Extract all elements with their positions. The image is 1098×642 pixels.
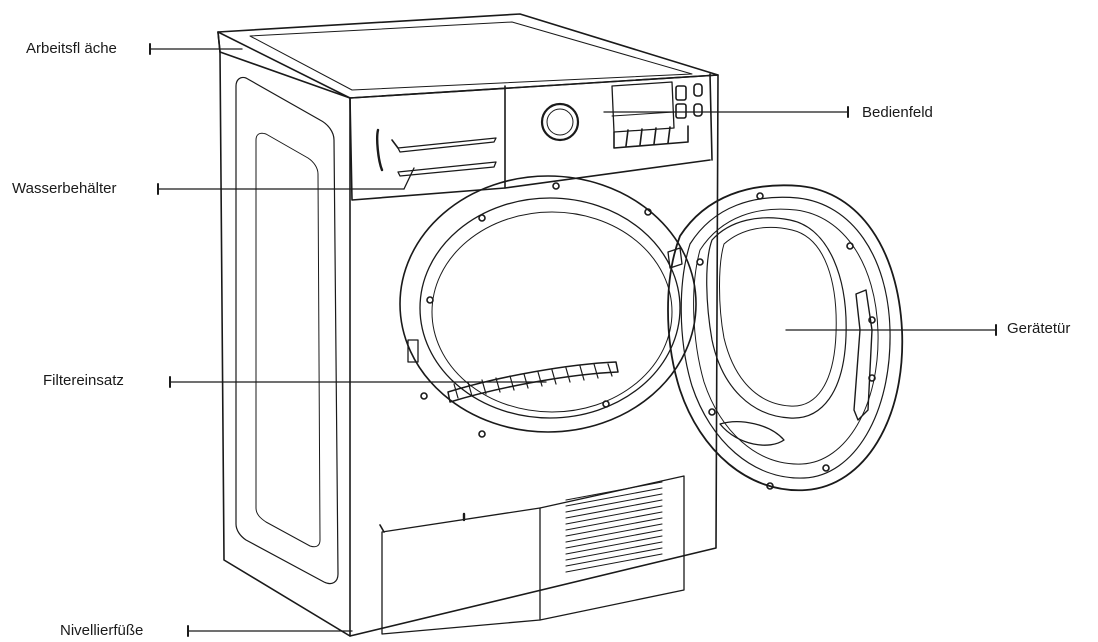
- filter-insert: [447, 361, 619, 403]
- label-door: Gerätetür: [1007, 320, 1071, 337]
- water-tank-drawer: [376, 128, 497, 177]
- worktop-surface: [217, 13, 719, 99]
- label-control-panel: Bedienfeld: [862, 104, 933, 121]
- label-filter: Filtereinsatz: [43, 372, 124, 389]
- cabinet-side: [217, 31, 351, 637]
- label-leveling-feet: Nivellierfüße: [60, 622, 144, 639]
- label-worktop: Arbeitsfl äche: [26, 40, 117, 57]
- drum-opening: [399, 175, 697, 438]
- open-door: [667, 184, 904, 492]
- label-water-tank: Wasserbehälter: [12, 180, 117, 197]
- control-panel-art: [540, 81, 703, 149]
- leader-lines: [149, 43, 997, 637]
- cabinet-front: [349, 73, 719, 637]
- lower-panel: [379, 475, 685, 635]
